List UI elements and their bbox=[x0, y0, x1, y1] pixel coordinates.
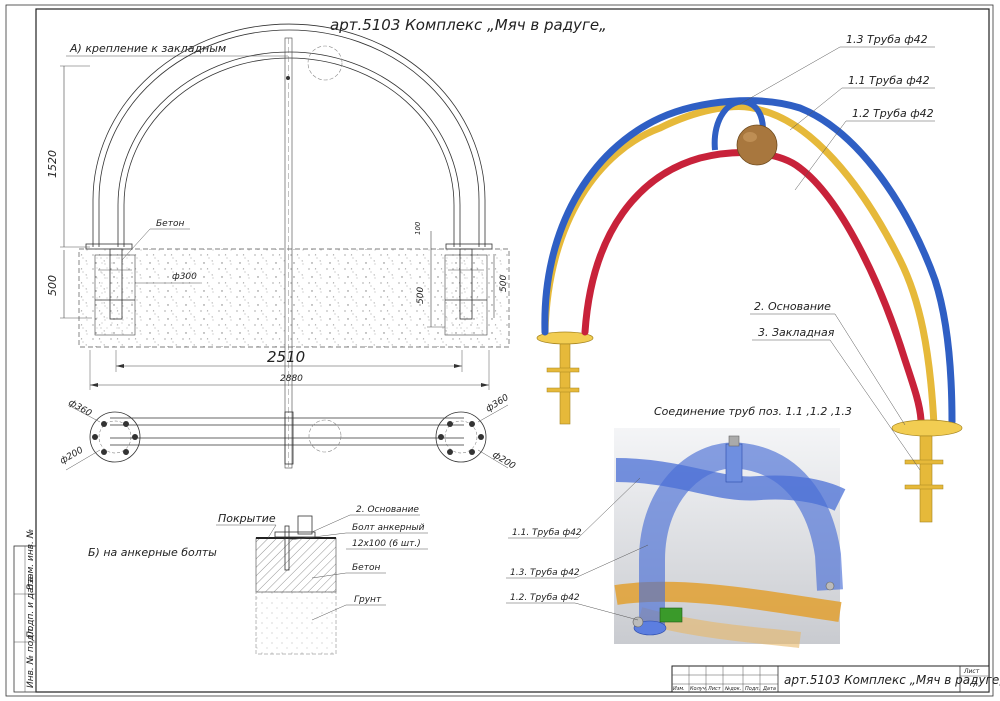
plan-right-outer-dim: ф360 bbox=[484, 393, 511, 415]
stamp-sheet-number: 7 bbox=[972, 680, 978, 689]
right-depth-b-dim: 500 bbox=[499, 275, 509, 292]
anchor-base-label: 2. Основание bbox=[356, 505, 419, 515]
stamp-col-5: Дата bbox=[762, 686, 776, 692]
anchor-detail: Б) на анкерные болты Покрытие 2. Основан… bbox=[88, 505, 428, 655]
plan-right-inner-dim: ф200 bbox=[490, 450, 517, 472]
outer-frame bbox=[5, 4, 994, 697]
side-stamp: Инв. № подл. Подп. и дата Взам. инв. № bbox=[13, 529, 37, 693]
plan-left-outer-dim: ф360 bbox=[67, 398, 94, 419]
iso-view: 1.3 Труба ф42 1.1 Труба ф42 1.2 Труба ф4… bbox=[536, 33, 963, 523]
stamp-col-0: Изм. bbox=[673, 686, 685, 692]
stamp-col-4: Подп. bbox=[745, 686, 760, 692]
front-view: А) крепление к закладным Бетон ф300 bbox=[46, 23, 510, 469]
stamp-col-3: №док. bbox=[724, 686, 741, 692]
covering-label: Покрытие bbox=[218, 512, 276, 525]
joint-caption: Соединение труб поз. 1.1 ,1.2 ,1.3 bbox=[654, 405, 852, 418]
pipe-blue bbox=[541, 97, 956, 426]
pipe-red bbox=[581, 149, 925, 424]
side-stamp-replace: Взам. инв. № bbox=[26, 529, 36, 590]
soil-label: Грунт bbox=[354, 595, 382, 605]
callout-base: 2. Основание bbox=[754, 300, 831, 313]
inner-span-dim: 2510 bbox=[267, 348, 305, 366]
joint-callout-pipe13: 1.3. Труба ф42 bbox=[510, 568, 580, 578]
ball bbox=[736, 124, 778, 166]
foundation-depth-dim: 500 bbox=[46, 275, 59, 296]
stamp-col-1: Колуч. bbox=[690, 686, 707, 692]
overall-span-dim: 2880 bbox=[280, 374, 303, 384]
inner-frame bbox=[35, 8, 990, 693]
callout-pipe11: 1.1 Труба ф42 bbox=[848, 74, 930, 87]
anchor-concrete-label: Бетон bbox=[352, 563, 380, 573]
side-stamp-sign: Подп. и дата bbox=[26, 577, 36, 638]
joint-callout-pipe11: 1.1. Труба ф42 bbox=[512, 528, 582, 538]
title-stamp: Изм. Колуч. Лист №док. Подп. Дата арт.51… bbox=[671, 665, 1000, 693]
plan-left-inner-dim: ф200 bbox=[59, 445, 86, 466]
concrete-label: Бетон bbox=[156, 219, 184, 229]
bolt-size-label: 12х100 (6 шт.) bbox=[352, 539, 421, 549]
right-top-dim: 100 bbox=[414, 221, 422, 235]
callout-pipe13: 1.3 Труба ф42 bbox=[846, 33, 928, 46]
right-depth-a-dim: 500 bbox=[416, 287, 426, 304]
stamp-sheet-label: Лист bbox=[963, 668, 980, 675]
front-view-caption: А) крепление к закладным bbox=[69, 42, 226, 55]
side-stamp-inv: Инв. № подл. bbox=[26, 626, 36, 688]
anchor-caption: Б) на анкерные болты bbox=[88, 546, 217, 559]
stamp-title: арт.5103 Комплекс „Мяч в радуге„ bbox=[784, 673, 1000, 687]
callout-embed: 3. Закладная bbox=[758, 326, 835, 339]
pit-diameter-dim: ф300 bbox=[172, 272, 197, 282]
joint-view: Соединение труб поз. 1.1 ,1.2 ,1.3 1.1. … bbox=[506, 405, 852, 648]
page-title: арт.5103 Комплекс „Мяч в радуге„ bbox=[330, 16, 607, 34]
height-dim: 1520 bbox=[46, 150, 59, 178]
bolt-label: Болт анкерный bbox=[352, 523, 425, 533]
stamp-col-2: Лист bbox=[707, 686, 722, 692]
joint-callout-pipe12: 1.2. Труба ф42 bbox=[510, 593, 580, 603]
plan-view: ф360 ф200 ф360 ф200 bbox=[59, 393, 518, 472]
callout-pipe12: 1.2 Труба ф42 bbox=[852, 107, 934, 120]
